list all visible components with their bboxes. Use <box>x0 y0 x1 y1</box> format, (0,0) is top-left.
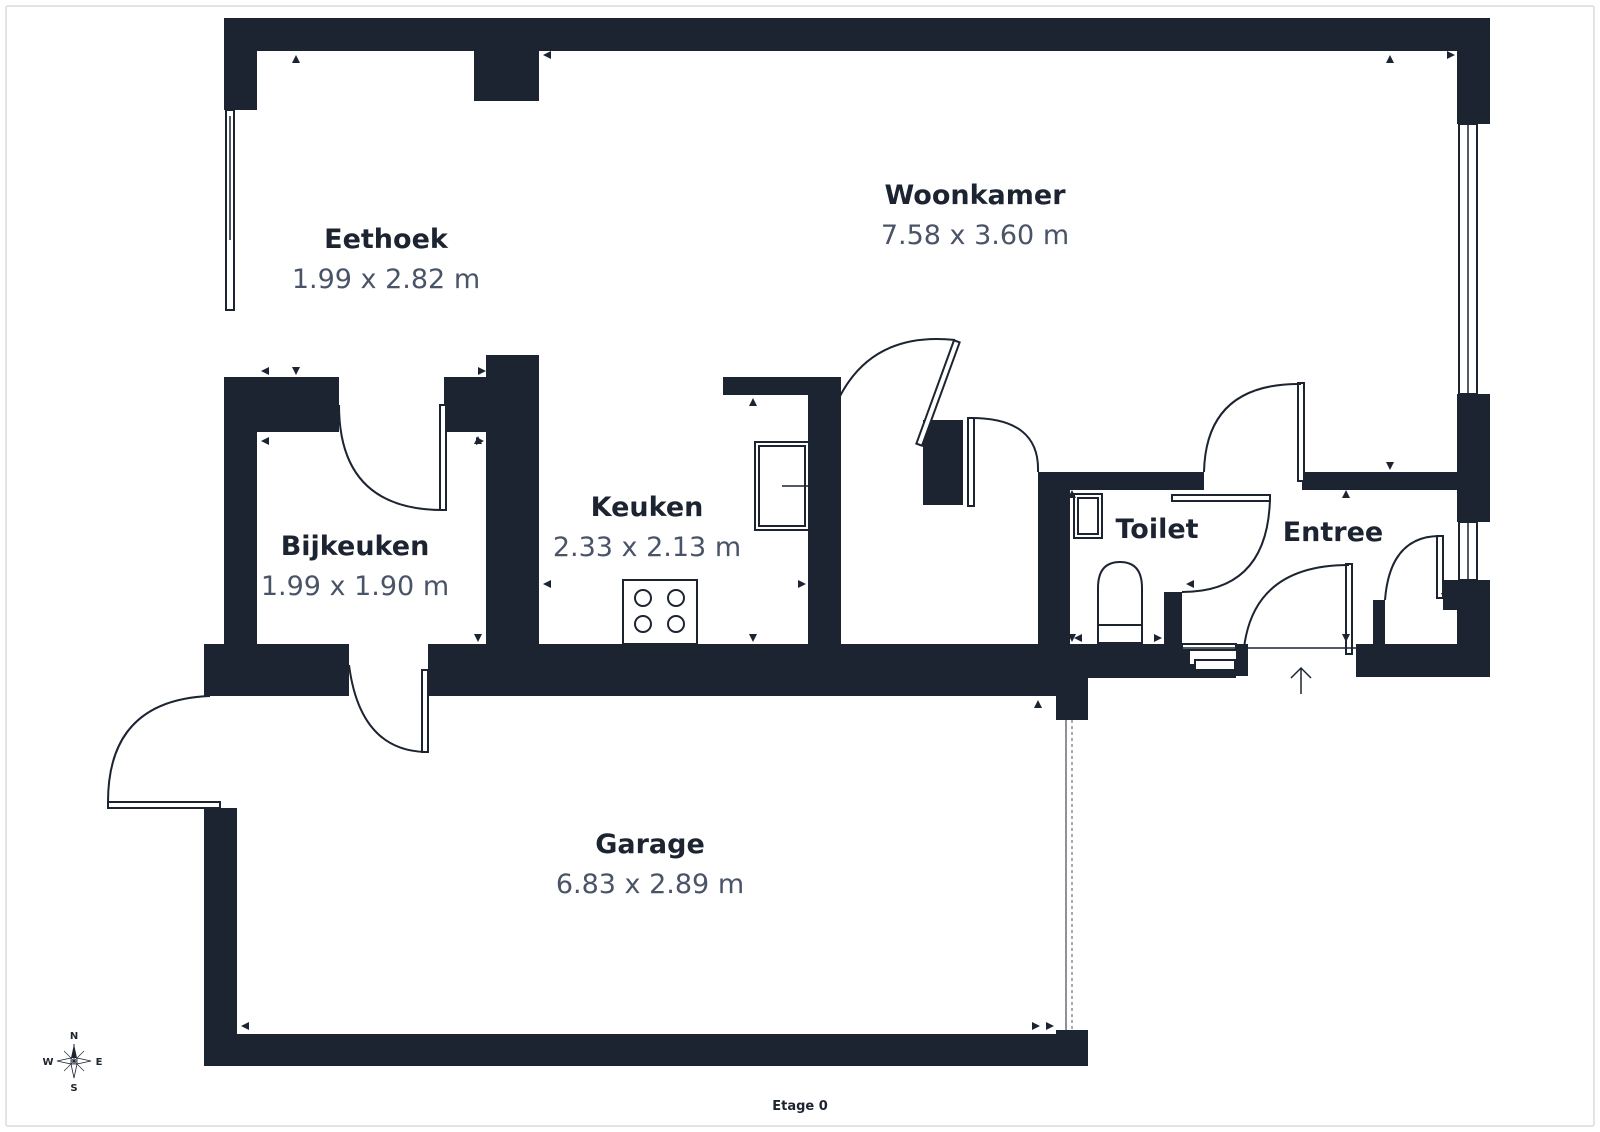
dimension-ticks <box>241 51 1455 1030</box>
threshold-entree <box>1194 659 1236 671</box>
compass-w: W <box>42 1057 53 1068</box>
compass-icon <box>56 1044 92 1079</box>
room-name-eethoek: Eethoek <box>324 224 449 255</box>
floor-label: Etage 0 <box>772 1099 828 1114</box>
walls <box>204 18 1490 1066</box>
doors <box>107 338 1444 809</box>
kitchen-sink <box>754 441 810 531</box>
windows <box>225 109 1478 671</box>
room-dims-eethoek: 1.99 x 2.82 m <box>292 264 480 295</box>
kitchen-stove <box>622 579 698 645</box>
entrance-arrow-icon <box>1290 666 1312 694</box>
compass-e: E <box>96 1057 103 1068</box>
room-name-bijkeuken: Bijkeuken <box>281 531 430 562</box>
room-name-garage: Garage <box>595 829 705 860</box>
page-frame <box>5 5 1595 1127</box>
compass-n: N <box>70 1031 78 1042</box>
window-entree-bottom <box>1181 643 1237 651</box>
room-name-woonkamer: Woonkamer <box>884 180 1066 211</box>
toilet-sink <box>1073 493 1103 539</box>
room-dims-garage: 6.83 x 2.89 m <box>556 869 744 900</box>
room-dims-woonkamer: 7.58 x 3.60 m <box>881 220 1069 251</box>
room-name-toilet: Toilet <box>1115 514 1198 545</box>
compass-s: S <box>70 1083 77 1094</box>
toilet-bowl <box>1097 560 1143 644</box>
room-dims-keuken: 2.33 x 2.13 m <box>553 532 741 563</box>
room-dims-bijkeuken: 1.99 x 1.90 m <box>261 571 449 602</box>
room-name-entree: Entree <box>1283 517 1384 548</box>
room-name-keuken: Keuken <box>591 492 704 523</box>
